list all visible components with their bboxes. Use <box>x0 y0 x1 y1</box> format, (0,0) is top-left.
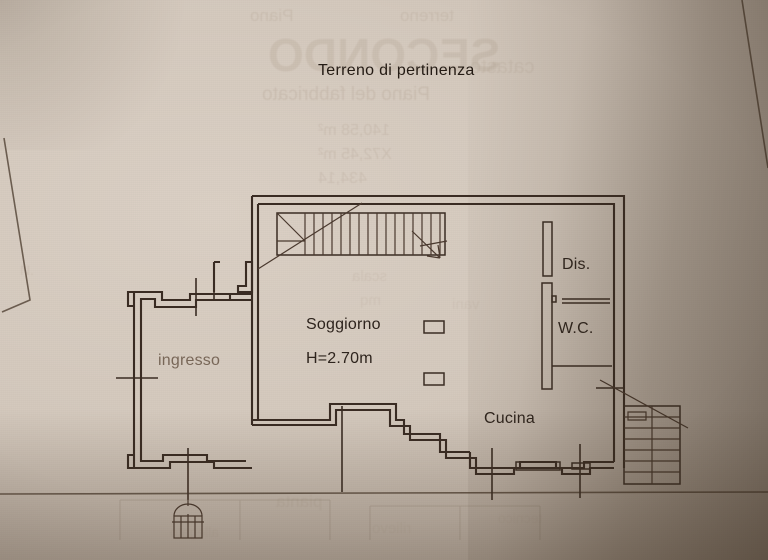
ceiling-height-label: H=2.70m <box>306 350 373 367</box>
ghost-text-15: N. <box>20 262 34 278</box>
interior-staircase <box>257 202 448 270</box>
pillars <box>423 320 445 386</box>
soggiorno-cucina-wall <box>252 402 470 460</box>
plan-title: Terreno di pertinenza <box>318 62 475 79</box>
room-label-ingresso: ingresso <box>158 352 221 369</box>
gate-symbol <box>172 468 204 539</box>
room-label-soggiorno: Soggiorno <box>306 316 381 333</box>
